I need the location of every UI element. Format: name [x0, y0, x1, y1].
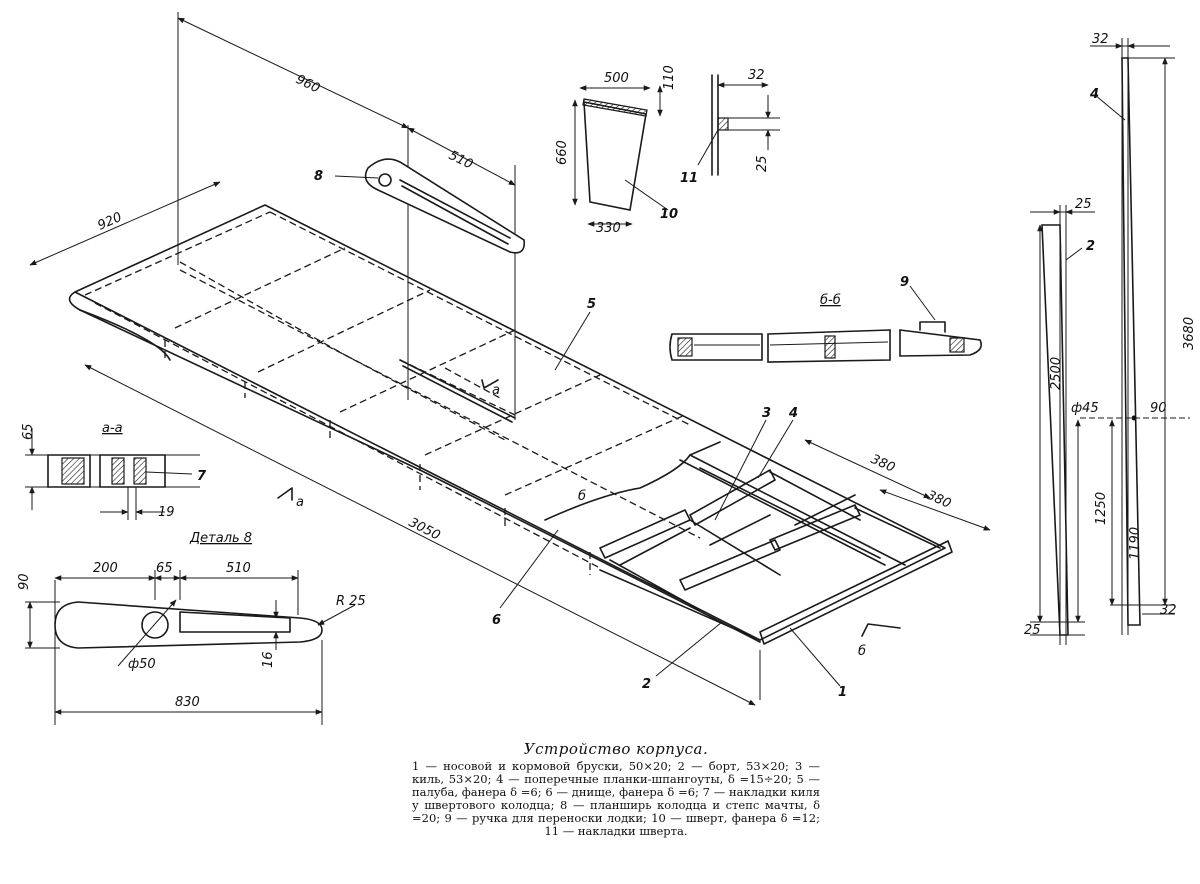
- bow-keel-line: [79, 309, 171, 361]
- dim-3050: 3050: [406, 515, 442, 543]
- dim-m-1250: 1250: [1094, 492, 1109, 525]
- dim-det-50: ф50: [128, 657, 156, 672]
- caption-title: Устройство корпуса.: [523, 740, 709, 758]
- label-part-2-boom: 2: [1086, 239, 1095, 254]
- section-a-a-title: а-а: [102, 421, 123, 436]
- part-11-plate: 32 25 11: [680, 68, 780, 186]
- detail-8-drawing: Деталь 8 200 65 510 90 R 25 16 ф50 830: [17, 531, 366, 725]
- dim-det-510: 510: [226, 561, 251, 576]
- dim-500: 500: [604, 71, 629, 86]
- dim-380-a: 380: [868, 452, 897, 476]
- cut-b-lower: б: [858, 644, 866, 659]
- label-part-4: 4: [788, 406, 798, 421]
- dim-510: 510: [446, 148, 475, 172]
- label-part-10: 10: [660, 207, 678, 222]
- dim-det-200: 200: [93, 561, 118, 576]
- label-part-8: 8: [314, 169, 323, 184]
- mast-and-boom: 4 32 3680 90 1190 32 2 25 2500 ф45 1250 …: [1024, 32, 1197, 645]
- section-b-b: б-б 9: [669, 275, 983, 363]
- dim-det-65: 65: [156, 561, 173, 576]
- label-part-11: 11: [680, 171, 698, 186]
- cut-b-upper: б: [578, 489, 586, 504]
- dim-960: 960: [293, 72, 322, 96]
- caption-body: 1 — носовой и кормовой бруски, 50×20; 2 …: [412, 759, 820, 838]
- label-part-6: 6: [492, 613, 501, 628]
- dim-det-90: 90: [17, 573, 32, 590]
- dim-det-830: 830: [175, 695, 200, 710]
- label-part-7: 7: [197, 469, 207, 484]
- dim-32-plate: 32: [748, 68, 765, 83]
- dim-r-32-bot: 32: [1160, 603, 1177, 618]
- dim-110: 110: [662, 65, 677, 90]
- dim-r-3680: 3680: [1182, 317, 1197, 350]
- dim-det-16: 16: [261, 651, 276, 668]
- dim-330: 330: [596, 221, 621, 236]
- section-a-a: а-а 65 19 7: [21, 421, 207, 520]
- label-part-9: 9: [900, 275, 909, 290]
- dim-r-90: 90: [1150, 401, 1167, 416]
- cut-a-lower: а: [296, 495, 304, 510]
- figure-caption: Устройство корпуса. 1 — носовой и кормов…: [412, 740, 820, 838]
- dim-660: 660: [555, 140, 570, 165]
- dim-m-45: ф45: [1071, 401, 1099, 416]
- dim-65: 65: [21, 423, 36, 440]
- section-b-b-title: б-б: [820, 293, 841, 308]
- label-part-3: 3: [762, 406, 771, 421]
- label-part-1: 1: [838, 685, 847, 700]
- dim-25-plate: 25: [755, 155, 770, 172]
- dim-det-r25: R 25: [336, 594, 366, 609]
- label-part-5: 5: [587, 297, 596, 312]
- label-part-4-mast: 4: [1089, 87, 1099, 102]
- dim-m-25-top: 25: [1075, 197, 1092, 212]
- dim-m-2500: 2500: [1049, 357, 1064, 390]
- part-8-trunk-plank: 8: [314, 158, 526, 254]
- stern-bar: [759, 540, 953, 645]
- dim-19: 19: [158, 505, 175, 520]
- cut-a-upper: а: [492, 383, 500, 398]
- label-part-2: 2: [642, 677, 651, 692]
- detail-8-title: Деталь 8: [189, 531, 252, 546]
- bow-tip: [68, 291, 81, 311]
- deck-outline: [74, 204, 946, 641]
- part-10-centerboard: 500 110 660 330 10: [555, 65, 678, 236]
- dim-r-1190: 1190: [1128, 527, 1143, 560]
- dim-m-25-bot: 25: [1024, 623, 1041, 638]
- dim-r-32-top: 32: [1092, 32, 1109, 47]
